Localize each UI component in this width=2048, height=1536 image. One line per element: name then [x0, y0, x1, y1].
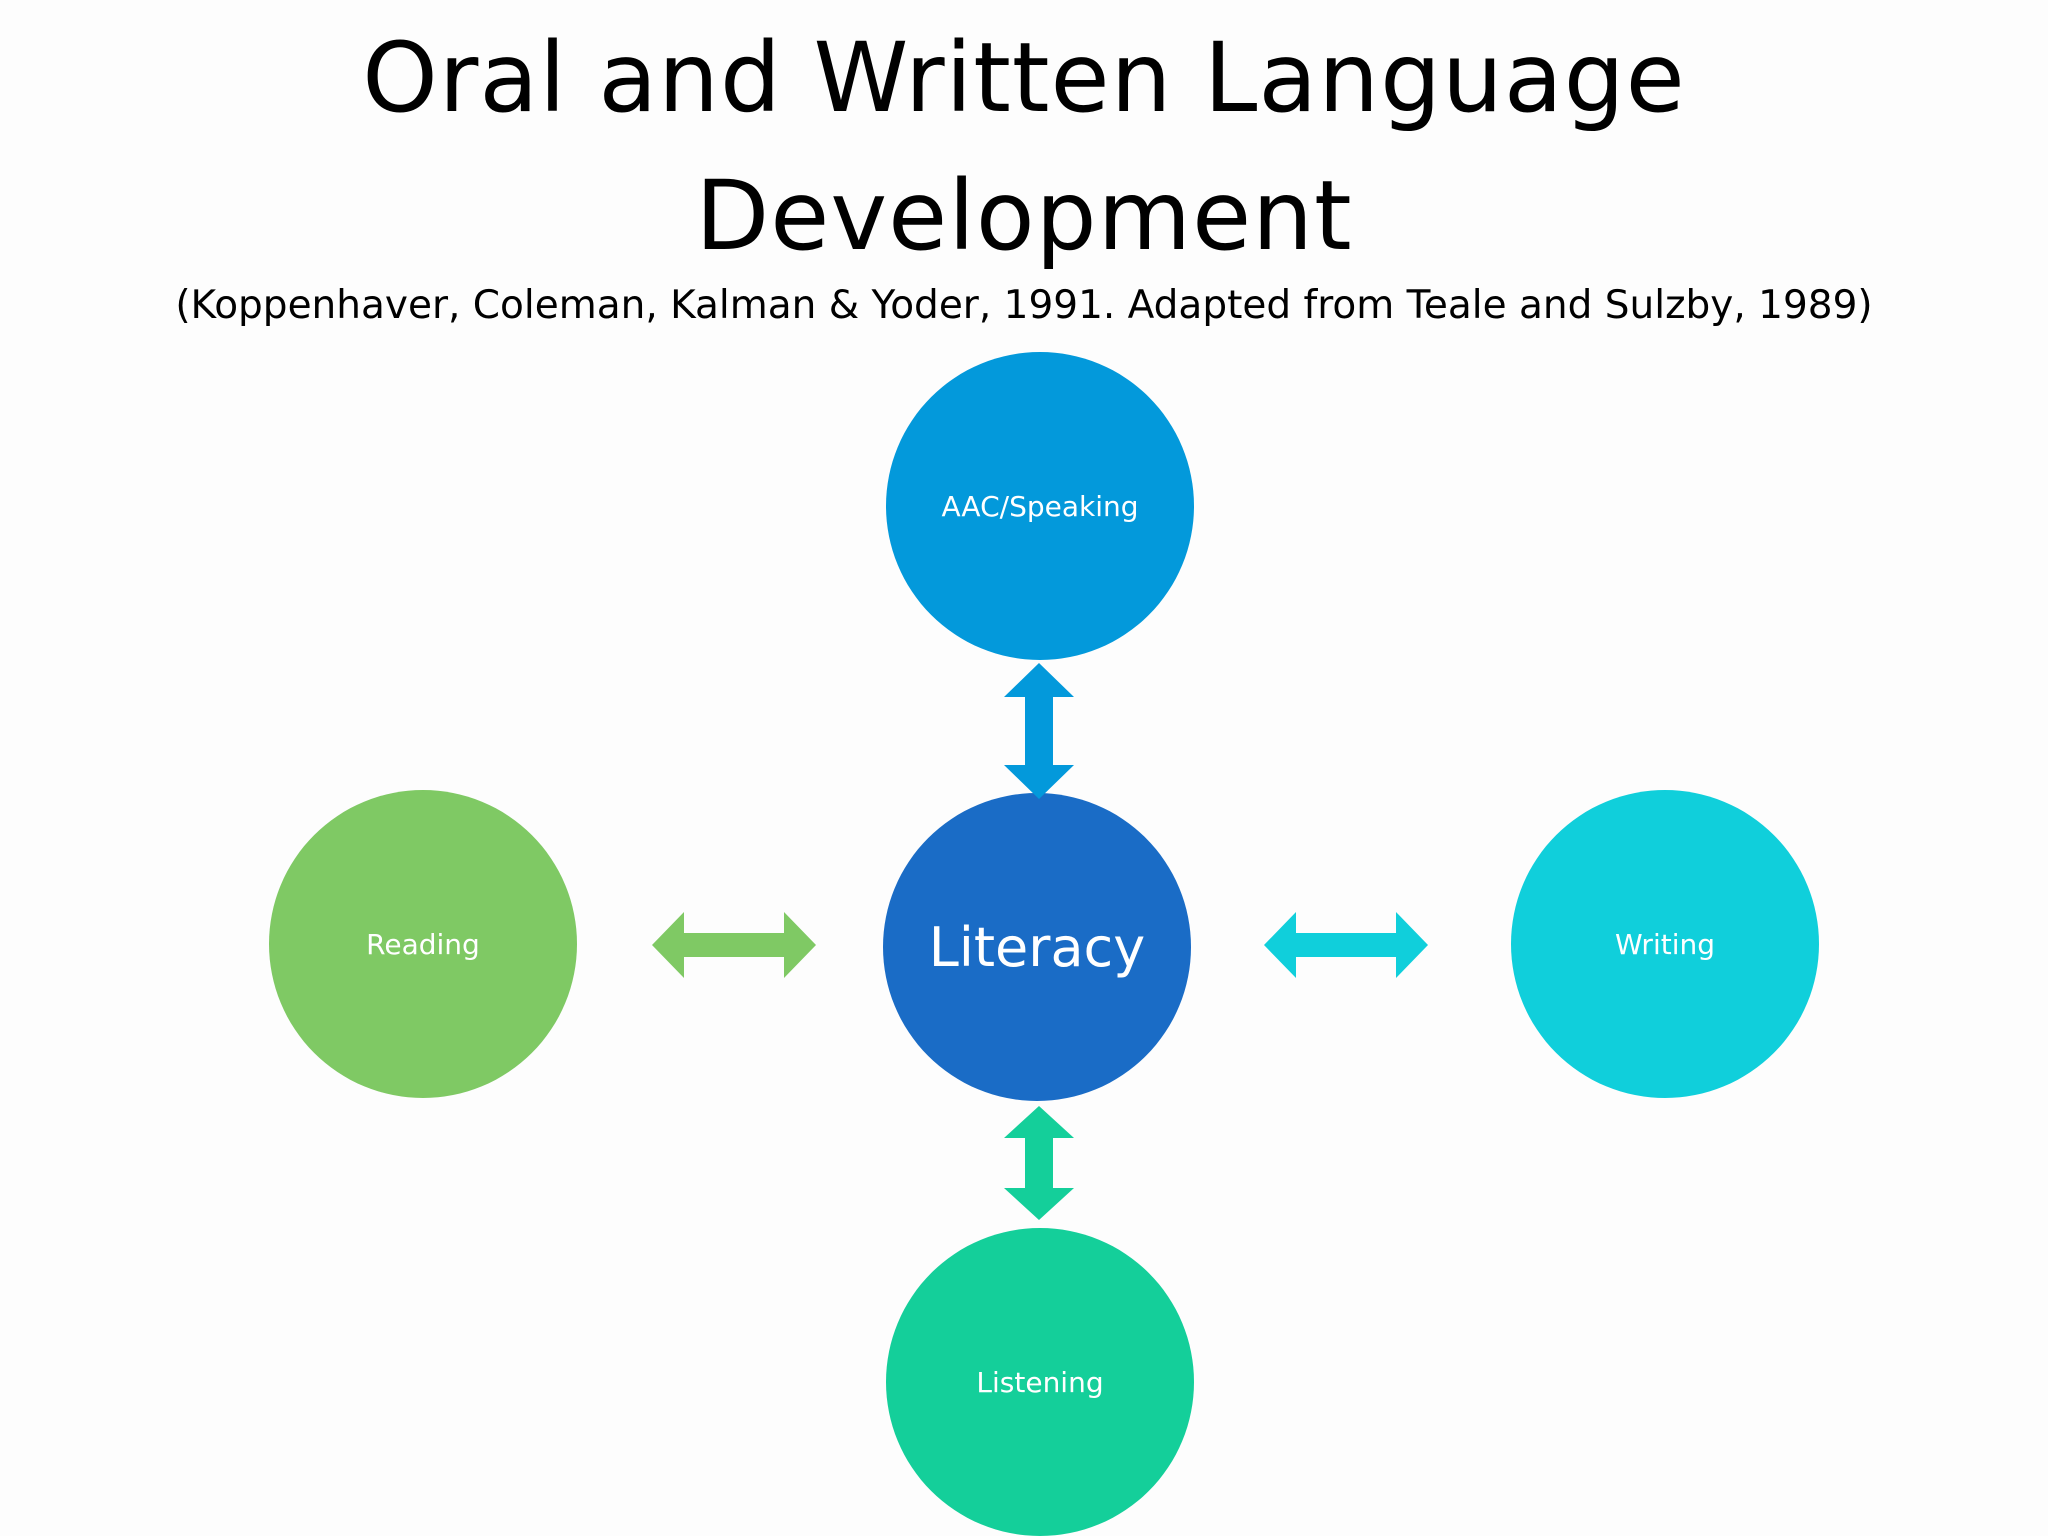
page-title-line-2: Development	[695, 160, 1353, 272]
writing-node: Writing	[1511, 790, 1819, 1098]
left-double-arrow	[652, 912, 816, 978]
writing-label: Writing	[1615, 927, 1715, 961]
top-double-arrow	[1004, 663, 1074, 799]
page-subtitle-citation: (Koppenhaver, Coleman, Kalman & Yoder, 1…	[175, 283, 1873, 328]
listening-label: Listening	[976, 1365, 1104, 1399]
reading-label: Reading	[366, 927, 480, 961]
top-double-arrow-shape	[1004, 663, 1074, 799]
aac-speaking-node: AAC/Speaking	[886, 352, 1194, 660]
right-double-arrow	[1264, 912, 1428, 978]
listening-node: Listening	[886, 1228, 1194, 1536]
page-title-line-1: Oral and Written Language	[362, 22, 1686, 134]
aac-speaking-label: AAC/Speaking	[941, 489, 1139, 523]
literacy-node: Literacy	[883, 793, 1191, 1101]
bottom-double-arrow-shape	[1004, 1106, 1074, 1220]
bottom-double-arrow	[1004, 1106, 1074, 1220]
left-double-arrow-shape	[652, 912, 816, 978]
literacy-label: Literacy	[928, 915, 1146, 979]
reading-node: Reading	[269, 790, 577, 1098]
right-double-arrow-shape	[1264, 912, 1428, 978]
